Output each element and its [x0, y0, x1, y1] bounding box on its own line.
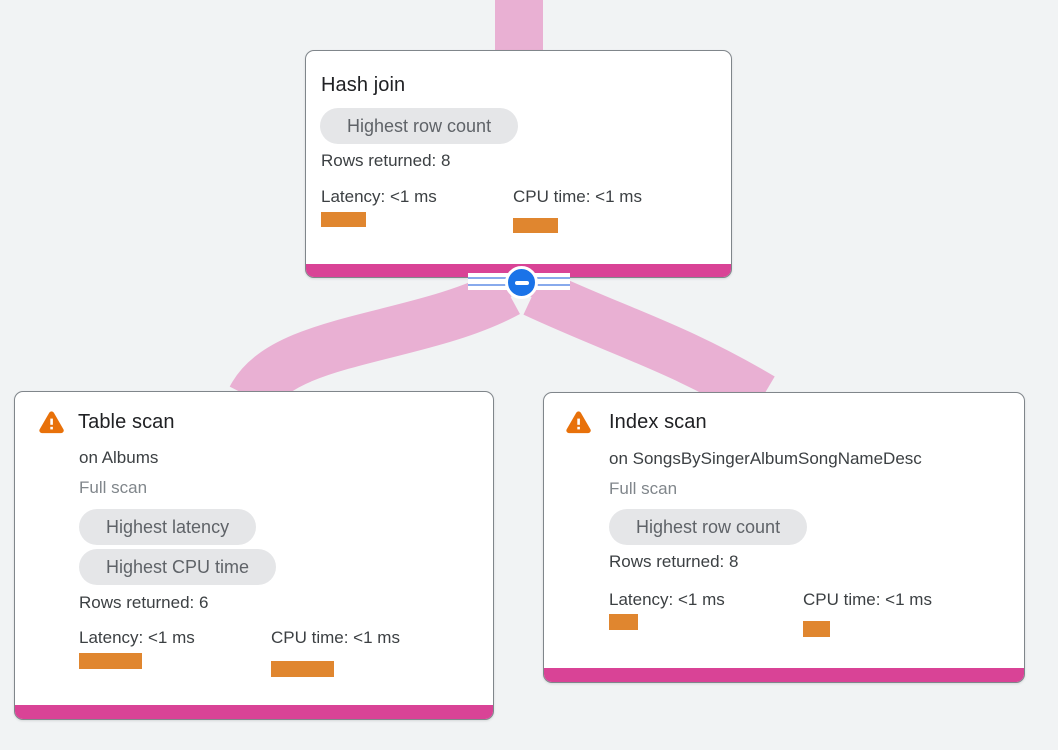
- cpu-time-label: CPU time: <1 ms: [803, 590, 932, 609]
- edge-parent-top: [495, 0, 543, 52]
- badge-highest-row-count: Highest row count: [609, 509, 808, 545]
- node-title: Index scan: [609, 411, 707, 433]
- minus-icon: [514, 280, 529, 285]
- edge-to-index-scan: [523, 269, 775, 420]
- node-title: Hash join: [321, 74, 406, 96]
- latency-bar: [79, 653, 142, 669]
- badge-highest-latency: Highest latency: [79, 509, 257, 545]
- cpu-time-bar: [271, 661, 334, 677]
- badge-highest-row-count: Highest row count: [320, 108, 519, 144]
- cpu-time-bar: [803, 621, 830, 637]
- badge-highest-cpu-time: Highest CPU time: [79, 549, 277, 585]
- rows-returned-label: Rows returned: 6: [79, 593, 209, 612]
- node-accent-bar: [544, 668, 1024, 682]
- scan-target-label: on SongsBySingerAlbumSongNameDesc: [609, 449, 922, 468]
- node-title: Table scan: [78, 411, 175, 433]
- scan-type-label: Full scan: [609, 479, 678, 498]
- rows-returned-label: Rows returned: 8: [321, 151, 451, 170]
- warning-icon: [39, 411, 64, 434]
- node-accent-bar: [15, 705, 493, 719]
- scan-target-label: on Albums: [79, 448, 159, 467]
- latency-bar: [321, 212, 366, 227]
- node-table-scan[interactable]: Table scan on Albums Full scan Highest l…: [14, 391, 494, 720]
- latency-bar: [609, 614, 638, 630]
- rows-returned-label: Rows returned: 8: [609, 552, 739, 571]
- collapse-children-button[interactable]: [505, 266, 538, 299]
- node-hash-join[interactable]: Hash join Highest row count Rows returne…: [305, 50, 732, 278]
- latency-label: Latency: <1 ms: [609, 590, 725, 609]
- latency-label: Latency: <1 ms: [321, 187, 437, 206]
- node-index-scan[interactable]: Index scan on SongsBySingerAlbumSongName…: [543, 392, 1025, 683]
- warning-icon: [566, 411, 591, 434]
- latency-label: Latency: <1 ms: [79, 628, 195, 647]
- cpu-time-label: CPU time: <1 ms: [271, 628, 400, 647]
- cpu-time-bar: [513, 218, 558, 233]
- edge-to-table-scan: [229, 269, 520, 412]
- scan-type-label: Full scan: [79, 478, 148, 497]
- cpu-time-label: CPU time: <1 ms: [513, 187, 642, 206]
